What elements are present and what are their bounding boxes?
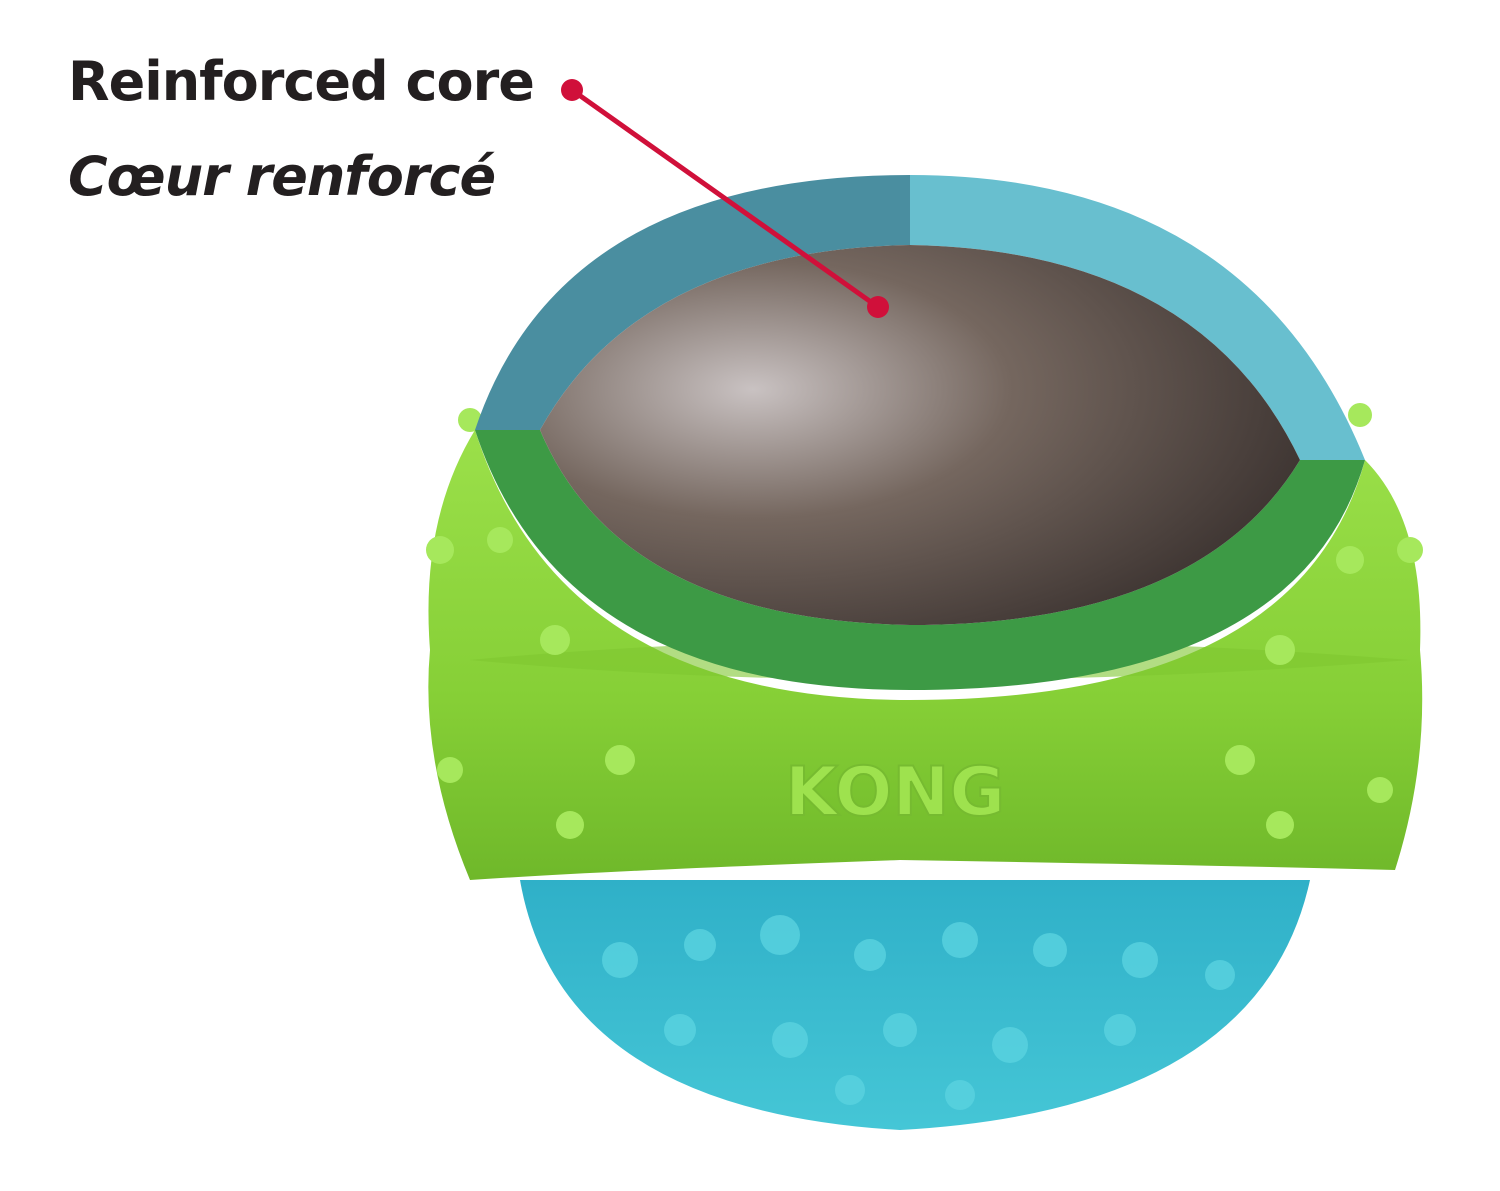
inner-green-band: [475, 430, 1365, 690]
callout-line: [570, 87, 880, 310]
callout-dot-end: [867, 296, 889, 318]
reinforced-core: [540, 245, 1300, 625]
callout-dot-start: [561, 79, 583, 101]
callout-label-english: Reinforced core: [68, 50, 535, 113]
lime-nubs: [426, 403, 1423, 839]
bottom-texture: [602, 915, 1235, 1110]
bottom-shell: [520, 880, 1310, 1130]
lime-band: [428, 430, 1423, 880]
brand-mark: KONG: [785, 753, 1005, 832]
top-shell-right: [910, 175, 1365, 460]
top-shell: [475, 175, 910, 430]
callout-label-french: Cœur renforcé: [68, 145, 496, 208]
